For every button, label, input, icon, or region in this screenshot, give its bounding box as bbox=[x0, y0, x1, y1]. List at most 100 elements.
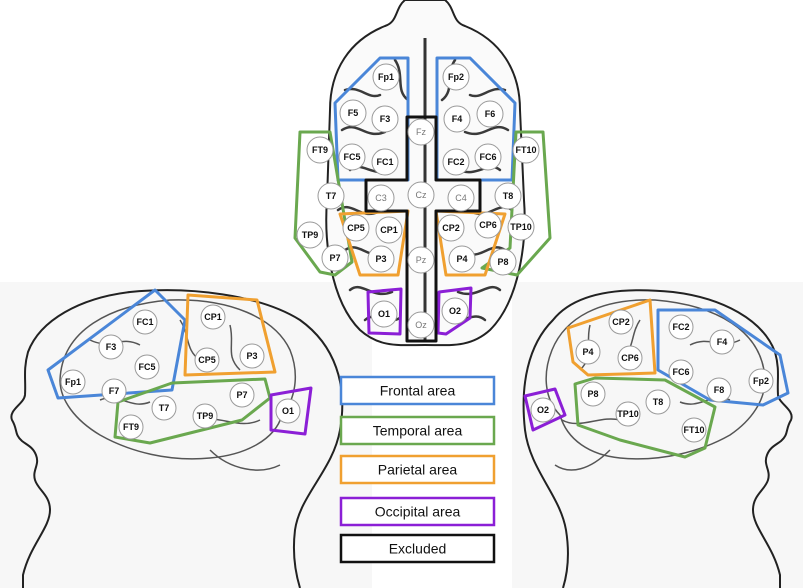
electrode-marker bbox=[448, 245, 476, 273]
legend-swatch bbox=[339, 454, 496, 485]
top-temporal-left-region bbox=[293, 130, 354, 277]
top-view-regions bbox=[293, 56, 552, 343]
electrode-label: CP2 bbox=[442, 223, 460, 233]
electrode-c3: C3 bbox=[367, 184, 395, 212]
electrode-o1: O1 bbox=[275, 398, 301, 424]
electrode-label: TP10 bbox=[617, 409, 639, 419]
electrode-marker bbox=[370, 300, 398, 328]
electrode-label: FC6 bbox=[479, 152, 496, 162]
electrode-marker bbox=[443, 105, 471, 133]
electrode-marker bbox=[338, 143, 366, 171]
electrode-p8: P8 bbox=[580, 381, 606, 407]
electrode-tp10: TP10 bbox=[615, 401, 641, 427]
electrode-label: F3 bbox=[106, 342, 117, 352]
electrode-marker bbox=[101, 378, 127, 404]
electrode-marker bbox=[98, 334, 124, 360]
electrode-fp2: Fp2 bbox=[748, 368, 774, 394]
left-view-regions bbox=[46, 288, 313, 445]
electrode-marker bbox=[132, 309, 158, 335]
right-view-regions bbox=[523, 298, 790, 459]
electrode-marker bbox=[645, 389, 671, 415]
electrode-label: P3 bbox=[375, 254, 386, 264]
electrode-f4: F4 bbox=[709, 329, 735, 355]
electrode-marker bbox=[151, 395, 177, 421]
electrode-marker bbox=[474, 143, 502, 171]
electrode-marker bbox=[296, 221, 324, 249]
electrode-marker bbox=[437, 214, 465, 242]
legend-item-frontal-area: Frontal area bbox=[339, 375, 496, 406]
electrode-label: O2 bbox=[537, 405, 549, 415]
electrode-oz: Oz bbox=[407, 311, 435, 339]
legend-swatch bbox=[339, 533, 496, 564]
electrode-marker bbox=[372, 63, 400, 91]
electrode-cp1: CP1 bbox=[200, 304, 226, 330]
electrode-marker bbox=[339, 99, 367, 127]
electrode-marker bbox=[706, 377, 732, 403]
electrode-p4: P4 bbox=[575, 339, 601, 365]
electrode-marker bbox=[442, 148, 470, 176]
electrode-label: TP9 bbox=[197, 411, 214, 421]
electrode-fc5: FC5 bbox=[134, 354, 160, 380]
electrode-label: F7 bbox=[109, 386, 120, 396]
electrode-label: Pz bbox=[416, 255, 427, 265]
electrode-label: Fz bbox=[416, 127, 426, 137]
top-view-brain bbox=[325, 0, 526, 347]
electrode-ft9: FT9 bbox=[306, 136, 334, 164]
electrode-label: CP6 bbox=[479, 220, 497, 230]
legend-swatch bbox=[339, 496, 496, 527]
electrode-p7: P7 bbox=[229, 382, 255, 408]
electrode-marker bbox=[512, 136, 540, 164]
electrode-label: P4 bbox=[582, 347, 593, 357]
electrode-label: T7 bbox=[326, 191, 337, 201]
electrode-label: FC1 bbox=[136, 317, 153, 327]
electrode-label: P4 bbox=[456, 254, 467, 264]
electrode-marker bbox=[407, 118, 435, 146]
electrode-marker bbox=[407, 246, 435, 274]
electrode-o2: O2 bbox=[530, 397, 556, 423]
electrode-o1: O1 bbox=[370, 300, 398, 328]
electrode-label: CP1 bbox=[204, 312, 222, 322]
electrode-label: O2 bbox=[449, 306, 461, 316]
right-temporal-region bbox=[573, 376, 717, 459]
legend-item-occipital-area: Occipital area bbox=[339, 496, 496, 527]
electrode-label: Fp2 bbox=[753, 376, 769, 386]
electrode-label: FT9 bbox=[312, 145, 328, 155]
electrode-label: Cz bbox=[416, 190, 427, 200]
electrode-marker bbox=[367, 245, 395, 273]
left-frontal-region bbox=[46, 288, 187, 400]
electrode-marker bbox=[442, 63, 470, 91]
right-frontal-region bbox=[656, 308, 790, 407]
electrode-label: Oz bbox=[415, 320, 427, 330]
electrode-label: FC2 bbox=[672, 322, 689, 332]
electrode-t8: T8 bbox=[494, 182, 522, 210]
electrode-marker bbox=[60, 369, 86, 395]
electrode-label: O1 bbox=[282, 406, 294, 416]
electrode-cp6: CP6 bbox=[474, 211, 502, 239]
electrode-marker bbox=[608, 309, 634, 335]
electrode-label: TP9 bbox=[302, 230, 319, 240]
electrode-marker bbox=[748, 368, 774, 394]
electrode-f3: F3 bbox=[371, 105, 399, 133]
electrode-marker bbox=[617, 345, 643, 371]
electrode-f6: F6 bbox=[476, 100, 504, 128]
electrode-marker bbox=[530, 397, 556, 423]
electrode-label: O1 bbox=[378, 309, 390, 319]
electrode-label: P7 bbox=[329, 253, 340, 263]
electrode-marker bbox=[681, 417, 707, 443]
electrode-o2: O2 bbox=[441, 297, 469, 325]
electrode-f4: F4 bbox=[443, 105, 471, 133]
electrode-label: FT10 bbox=[515, 145, 536, 155]
electrode-f3: F3 bbox=[98, 334, 124, 360]
electrode-p3: P3 bbox=[239, 343, 265, 369]
electrode-label: FC2 bbox=[447, 157, 464, 167]
electrode-fp2: Fp2 bbox=[442, 63, 470, 91]
legend-label: Excluded bbox=[389, 541, 447, 557]
left-parietal-region bbox=[183, 293, 277, 377]
electrode-p4: P4 bbox=[448, 245, 476, 273]
electrode-fc2: FC2 bbox=[442, 148, 470, 176]
electrode-fc1: FC1 bbox=[132, 309, 158, 335]
electrode-marker bbox=[580, 381, 606, 407]
electrode-label: CP5 bbox=[198, 355, 216, 365]
